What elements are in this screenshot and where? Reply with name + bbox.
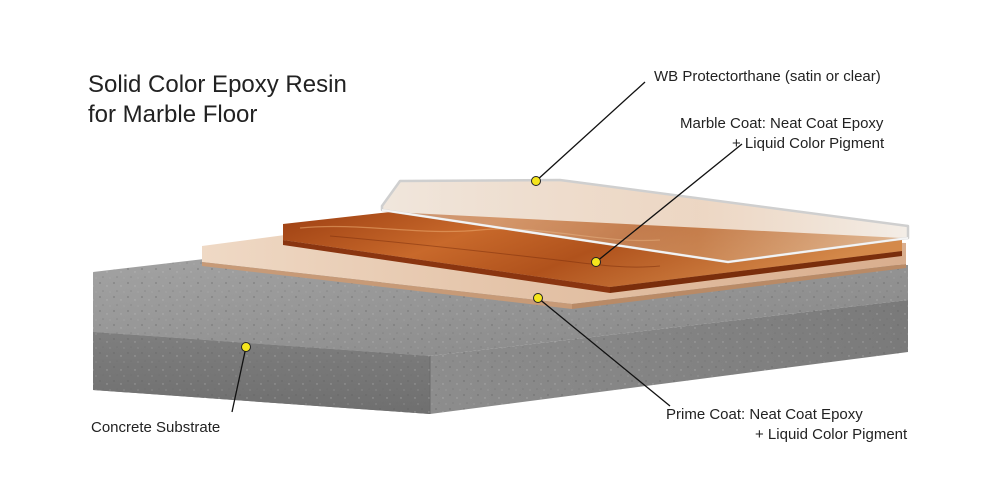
marble-coat-edge [283, 240, 610, 293]
protective-coat-layer [380, 178, 910, 264]
leader-line-concrete [231, 346, 247, 413]
prime-coat-side [572, 264, 906, 309]
label-line: Concrete Substrate [91, 419, 221, 436]
marker-marble [591, 257, 601, 267]
label-prime-coat: Prime Coat: Neat Coat Epoxy + Liquid Col… [666, 405, 907, 445]
markers [241, 176, 601, 352]
label-line: + Liquid Color Pigment [755, 426, 908, 443]
label-concrete-substrate: Concrete Substrate [91, 418, 220, 438]
prime-coat-edge [202, 262, 572, 309]
marble-coat-layer [283, 212, 902, 293]
marker-wb [531, 176, 541, 186]
concrete-texture [93, 256, 908, 414]
label-line: Marble Coat: Neat Coat Epoxy [680, 115, 884, 132]
marble-coat-side [610, 251, 902, 293]
leader-line-marble [595, 143, 743, 263]
marker-prime [533, 293, 543, 303]
title-line-1: Solid Color Epoxy Resin [88, 71, 347, 98]
label-wb-protectorthane: WB Protectorthane (satin or clear) [654, 67, 881, 87]
leader-line-prime [537, 297, 671, 407]
label-line: WB Protectorthane (satin or clear) [654, 68, 881, 85]
diagram-title: Solid Color Epoxy Resin for Marble Floor [88, 70, 347, 130]
leader-lines [231, 81, 743, 413]
marker-concrete [241, 342, 251, 352]
label-marble-coat: Marble Coat: Neat Coat Epoxy + Liquid Co… [680, 114, 884, 154]
leader-line-wb [535, 81, 646, 182]
title-line-2: for Marble Floor [88, 101, 258, 128]
label-line: Prime Coat: Neat Coat Epoxy [666, 406, 863, 423]
label-line: + Liquid Color Pigment [732, 135, 885, 152]
